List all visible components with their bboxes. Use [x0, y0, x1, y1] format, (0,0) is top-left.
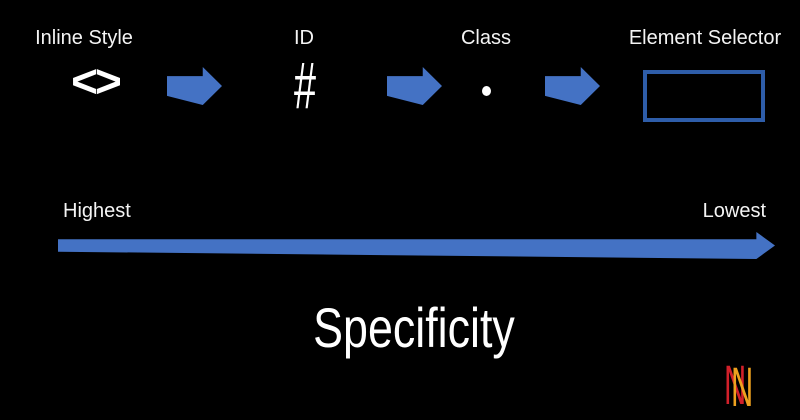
page-title: Specificity: [313, 296, 515, 359]
right-arrow-icon: [545, 67, 600, 105]
right-arrow-icon: [387, 67, 442, 105]
inline-style-label: Inline Style: [35, 27, 133, 49]
id-label: ID: [294, 27, 314, 49]
angle-brackets-icon: <>: [71, 55, 122, 107]
lowest-label: Lowest: [702, 200, 766, 222]
priority-axis-arrow: [58, 232, 775, 259]
highest-label: Highest: [63, 200, 131, 222]
class-dot-icon: [482, 86, 491, 96]
hash-icon: #: [293, 48, 317, 122]
element-rectangle-icon: [643, 70, 765, 122]
class-label: Class: [460, 27, 511, 49]
brand-logo: N N: [716, 352, 776, 415]
element-selector-label: Element Selector: [628, 27, 782, 49]
logo-letter-orange: N: [731, 355, 754, 418]
logo-letter-red: N: [724, 353, 747, 416]
right-arrow-icon: [167, 67, 222, 105]
